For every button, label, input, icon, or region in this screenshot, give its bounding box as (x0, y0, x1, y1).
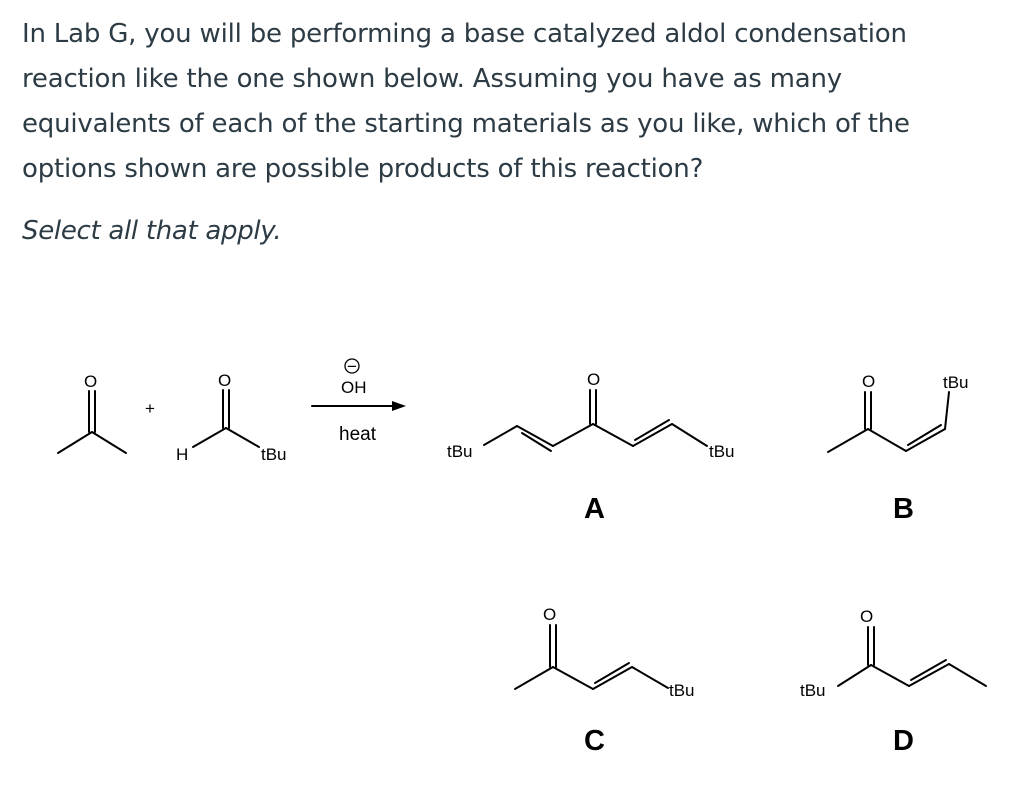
sm2-tbu-label: tBu (261, 445, 287, 464)
sm1-oxygen-label: O (84, 372, 97, 391)
option-a-label[interactable]: A (584, 493, 605, 525)
option-c-label[interactable]: C (584, 725, 605, 757)
sm2-oxygen-label: O (218, 371, 231, 390)
product-c-oxygen: O (543, 605, 556, 624)
product-d-structure: tBu O (800, 607, 987, 700)
product-a-right-tbu: tBu (709, 442, 735, 461)
reaction-condition: heat (339, 424, 377, 445)
hydroxide-charge: − (347, 357, 357, 376)
product-d-tbu: tBu (800, 681, 826, 700)
option-d-label[interactable]: D (893, 725, 914, 757)
product-b-oxygen: O (862, 372, 875, 391)
option-b-label[interactable]: B (893, 493, 914, 525)
starting-material-acetone: O (57, 372, 127, 454)
product-b-structure: O tBu (827, 372, 969, 453)
product-a-structure: tBu O tBu (447, 370, 735, 461)
instruction-text: Select all that apply. (22, 216, 282, 246)
product-c-tbu: tBu (669, 681, 695, 700)
question-text: In Lab G, you will be performing a base … (22, 19, 910, 184)
starting-material-aldehyde: H O tBu (176, 371, 287, 464)
product-c-structure: O tBu (514, 605, 695, 700)
plus-sign: + (145, 399, 155, 418)
product-a-left-tbu: tBu (447, 442, 473, 461)
product-a-oxygen: O (587, 370, 600, 389)
product-b-tbu: tBu (943, 373, 969, 392)
reagent-hydroxide: OH (341, 378, 367, 397)
sm2-h-label: H (176, 445, 188, 464)
product-d-oxygen: O (860, 607, 873, 626)
reaction-arrow: − OH heat (311, 357, 406, 445)
